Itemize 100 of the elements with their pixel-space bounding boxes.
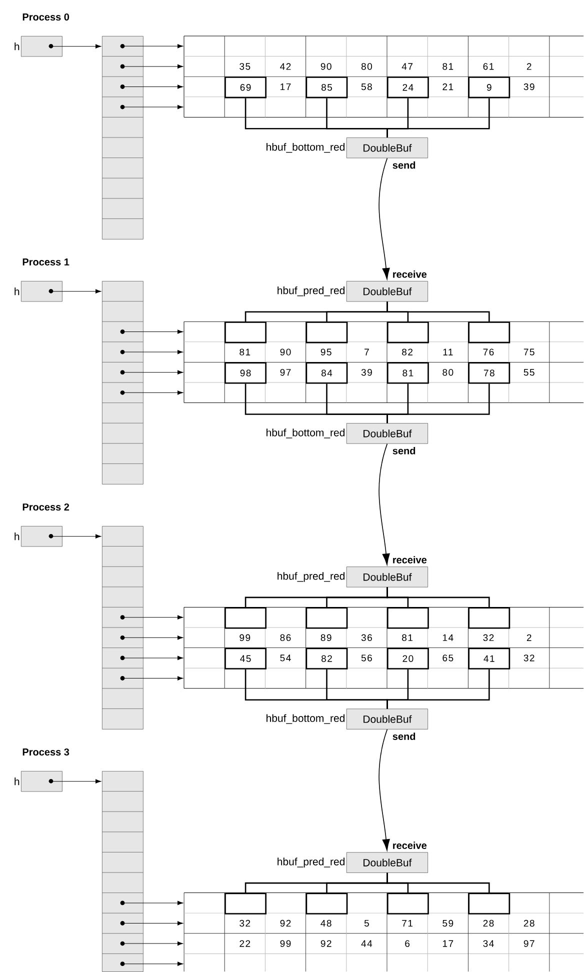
buffer-cell [224,322,266,344]
cell-value: 80 [361,63,372,70]
process-title: Process 1 [22,258,70,266]
buffer-cell: 81 [387,362,429,384]
buffer-cell [387,322,429,344]
variable-label: h [14,532,20,540]
cell-value: 76 [483,348,494,356]
memory-grid [184,36,584,118]
cell-value: 7 [364,348,369,356]
operation-label: receive [393,270,427,278]
pointer-arrow [50,44,102,48]
buffer-cell: 24 [387,76,429,98]
pointer-arrow [122,921,184,926]
connector-line [386,98,490,138]
buffer-cell [306,322,348,344]
buffer-box: DoubleBuf [346,281,428,302]
pointer-arrow [122,900,184,906]
buffer-cell [468,322,510,344]
cell-value: 58 [361,83,372,90]
buffer-box: DoubleBuf [346,852,428,873]
message-arrow [378,729,390,851]
cell-value: 59 [442,920,454,927]
pointer-arrow [122,104,184,110]
cell-value: 21 [442,83,454,90]
cell-value: 34 [483,940,494,947]
buffer-box: DoubleBuf [346,138,428,158]
cell-value: 92 [280,920,291,927]
buffer-cell [387,892,429,914]
buffer-cell: 84 [306,362,348,384]
operation-label: send [392,161,416,169]
buffer-cell [306,892,348,914]
cell-value: 2 [526,63,532,70]
connector-line [386,384,490,424]
buffer-cell: 69 [224,76,266,98]
cell-value: 5 [364,920,369,927]
cell-value: 2 [526,634,532,641]
cell-value: 28 [524,920,534,927]
pointer-arrow [122,636,184,640]
pointer-array [102,281,144,484]
cell-value: 95 [320,348,332,356]
operation-label: receive [393,556,427,564]
buffer-cell [224,607,266,629]
pointer-arrow [122,350,184,354]
operation-label: send [392,447,416,454]
cell-value: 86 [280,634,291,642]
cell-value: 81 [240,348,250,356]
buffer-cell: 45 [224,648,266,670]
buffer-cell: 78 [468,362,510,384]
buffer-cell: 82 [306,648,348,670]
cell-value: 39 [361,369,372,376]
variable-label: hbuf_bottom_red [266,428,345,438]
pointer-arrow [50,289,102,294]
cell-value: 81 [442,63,454,70]
buffer-box: DoubleBuf [346,708,428,730]
cell-value: 36 [361,634,372,642]
variable-label: hbuf_pred_red [278,858,344,868]
connector-line [386,669,490,709]
pointer-arrow [122,941,184,946]
cell-value: 65 [442,654,454,662]
buffer-cell: 41 [468,648,510,670]
pointer-arrow [122,84,184,89]
connector-line [386,587,490,608]
operation-label: receive [393,842,427,849]
cell-value: 75 [524,348,534,356]
cell-value: 82 [402,348,412,356]
buffer-cell: 20 [387,648,429,670]
cell-value: 92 [320,940,332,947]
cell-value: 17 [442,940,454,947]
cell-value: 99 [240,634,250,642]
pointer-arrow [122,615,184,620]
cell-value: 44 [361,940,372,947]
process-title: Process 3 [22,748,70,756]
connector-line [386,872,490,893]
process-title: Process 2 [22,503,70,511]
variable-label: hbuf_bottom_red [266,714,345,724]
pointer-array [102,36,144,240]
cell-value: 11 [443,348,453,356]
buffer-cell: 85 [306,76,348,98]
connector-line [386,302,490,322]
buffer-cell [306,607,348,629]
pointer-arrow [122,370,184,374]
buffer-cell [224,892,266,914]
cell-value: 55 [524,369,534,376]
message-arrow [378,443,390,566]
pointer-arrow [122,330,184,334]
memory-grid [184,892,584,972]
pointer-arrow [122,676,184,680]
process-title: Process 0 [22,13,70,21]
cell-value: 39 [524,83,534,90]
cell-value: 32 [483,634,494,642]
cell-value: 42 [280,63,291,70]
message-arrow [378,158,390,280]
pointer-arrow [122,44,184,48]
cell-value: 81 [402,634,412,642]
pointer-arrow [122,64,184,69]
cell-value: 97 [280,369,291,376]
buffer-cell [387,607,429,629]
pointer-arrow [50,779,102,784]
cell-value: 54 [280,654,291,662]
cell-value: 56 [361,654,372,662]
